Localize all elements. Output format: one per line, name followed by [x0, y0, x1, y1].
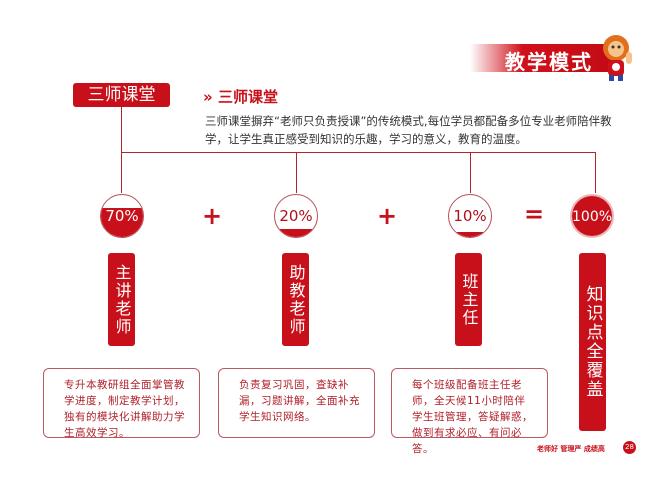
role-label-main: 主讲老师 — [108, 253, 135, 346]
plus-sign: + — [377, 202, 398, 230]
connector-line — [121, 107, 122, 193]
plus-sign: + — [202, 202, 223, 230]
equals-sign: = — [524, 200, 545, 228]
role-desc-headteacher: 每个班级配备班主任老师，全天候11小时陪伴学生班管理，答疑解惑，做到有求必应、有… — [391, 368, 548, 455]
percent-circle-main: 70% — [100, 194, 144, 238]
page-title: 教学模式 — [505, 50, 593, 74]
three-teacher-tag: 三师课堂 — [73, 83, 170, 107]
connector-line — [296, 152, 297, 193]
double-chevron-icon: » — [203, 88, 213, 106]
percent-value: 10% — [453, 207, 487, 225]
section-title-text: 三师课堂 — [217, 88, 278, 106]
lion-mascot-icon — [603, 35, 632, 81]
total-label: 知识点全覆盖 — [579, 253, 606, 431]
footer-slogan: 老师好 管理严 成绩高 — [537, 445, 605, 453]
section-title: » 三师课堂 — [203, 86, 278, 107]
percent-value: 20% — [279, 207, 313, 225]
role-label-assistant: 助教老师 — [282, 253, 309, 346]
role-desc-main: 专升本教研组全面掌管教学进度，制定教学计划，独有的模块化讲解助力学生高效学习。 — [43, 368, 200, 439]
connector-line — [470, 152, 471, 193]
page-number: 28 — [623, 441, 636, 454]
role-desc-assistant: 负责复习巩固，查缺补漏，习题讲解，全面补充学生知识网络。 — [218, 368, 375, 438]
percent-value: 100% — [572, 209, 613, 225]
role-label-headteacher: 班主任 — [455, 253, 482, 346]
percent-circle-headteacher: 10% — [448, 194, 492, 238]
percent-value: 70% — [105, 207, 139, 225]
title-banner — [470, 44, 620, 72]
section-description: 三师课堂摒弃“老师只负责授课”的传统模式,每位学员都配备多位专业老师陪伴教学，让… — [205, 114, 612, 146]
percent-circle-total: 100% — [570, 194, 614, 238]
percent-circle-assistant: 20% — [274, 194, 318, 238]
connector-line — [121, 152, 595, 153]
connector-line — [595, 152, 596, 193]
